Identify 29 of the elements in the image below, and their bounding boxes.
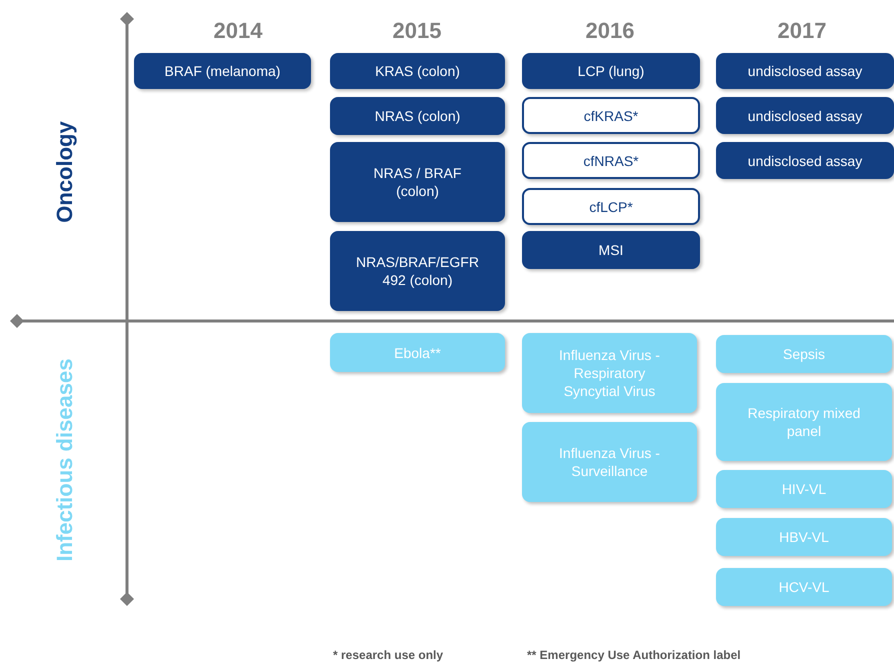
row-heading: Oncology xyxy=(52,121,78,223)
assay-box: Ebola** xyxy=(330,333,505,372)
assay-box: KRAS (colon) xyxy=(330,53,505,89)
year-heading: 2014 xyxy=(214,18,262,44)
assay-box: NRAS/BRAF/EGFR 492 (colon) xyxy=(330,231,505,311)
row-heading: Infectious diseases xyxy=(52,358,78,562)
assay-box: LCP (lung) xyxy=(522,53,700,89)
year-heading: 2017 xyxy=(778,18,826,44)
assay-box: HIV-VL xyxy=(716,470,892,508)
assay-outline-box: cfNRAS* xyxy=(522,142,700,179)
year-heading: 2015 xyxy=(392,18,442,44)
assay-outline-box: cfKRAS* xyxy=(522,97,700,134)
assay-box: NRAS / BRAF (colon) xyxy=(330,142,505,222)
assay-box: MSI xyxy=(522,231,700,269)
assay-box: HBV-VL xyxy=(716,518,892,556)
assay-box: Sepsis xyxy=(716,335,892,373)
assay-box: Influenza Virus - Surveillance xyxy=(522,422,697,502)
assay-box: undisclosed assay xyxy=(716,142,894,179)
assay-box: Influenza Virus - Respiratory Syncytial Virus xyxy=(522,333,697,413)
assay-box: undisclosed assay xyxy=(716,97,894,134)
assay-box: HCV-VL xyxy=(716,568,892,606)
assay-box: BRAF (melanoma) xyxy=(134,53,311,89)
footnote: ** Emergency Use Authorization label xyxy=(527,648,741,662)
assay-box: undisclosed assay xyxy=(716,53,894,89)
footnote: * research use only xyxy=(333,648,444,662)
assay-box: Respiratory mixed panel xyxy=(716,383,892,461)
assay-outline-box: cfLCP* xyxy=(522,188,700,225)
assay-box: NRAS (colon) xyxy=(330,97,505,135)
year-heading: 2016 xyxy=(586,18,634,44)
